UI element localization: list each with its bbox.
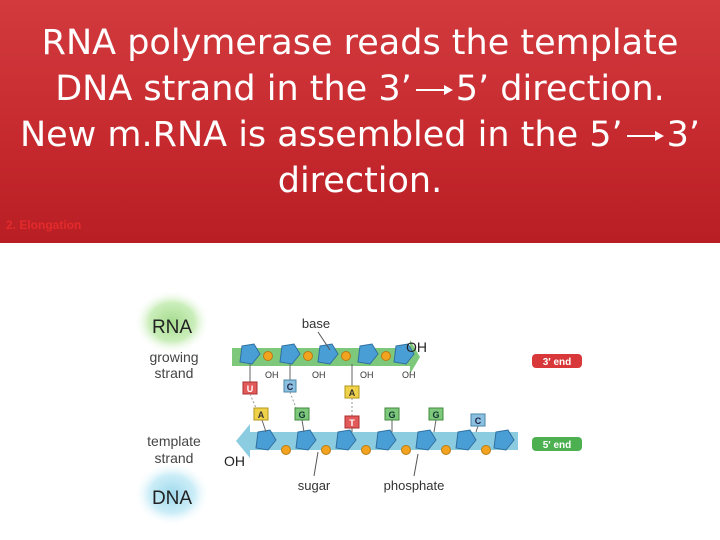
title-line-1: RNA polymerase reads the template [41, 23, 679, 63]
rna-base-c: C [287, 382, 294, 392]
rna-phosphates [263, 351, 391, 361]
dna-base-a: A [258, 410, 265, 420]
phosphate-pointer [413, 453, 419, 477]
dna-base-t: T [349, 418, 355, 428]
phosphate-label: phosphate [384, 478, 445, 493]
oh-label: OH [360, 370, 374, 380]
hydrogen-bonds [249, 391, 353, 416]
sugar-pointer [313, 451, 319, 477]
growing-label-2: strand [155, 365, 194, 381]
dna-base-c: C [475, 416, 482, 426]
rna-dna-diagram: RNA DNA growing strand template strand O… [134, 290, 582, 526]
dna-bases: A G T G G C [253, 407, 486, 433]
base-label: base [302, 316, 330, 331]
rna-base-a: A [349, 388, 356, 398]
dna-backbone [255, 429, 515, 451]
template-label-2: strand [155, 450, 194, 466]
rna-glow [134, 290, 210, 354]
growing-label-1: growing [149, 349, 198, 365]
title-banner: RNA polymerase reads the template DNA st… [0, 0, 720, 243]
oh-label: OH [312, 370, 326, 380]
rna-bases: U C A [242, 364, 360, 399]
slide-title: RNA polymerase reads the template DNA st… [0, 20, 720, 204]
step-label: 2. Elongation [6, 218, 82, 232]
title-line-3-b: 3’ [666, 115, 701, 155]
rna-base-u: U [247, 384, 254, 394]
base-pointer [317, 331, 331, 351]
rna-oh-labels: OH OH OH OH [265, 370, 416, 380]
title-line-4: direction. [277, 161, 443, 201]
right-arrow-icon [626, 131, 664, 141]
dna-base-g: G [432, 410, 439, 420]
right-arrow-icon [415, 85, 453, 95]
oh-label: OH [402, 370, 416, 380]
dna-base-g: G [388, 410, 395, 420]
title-line-3: New m.RNA is assembled in the 5’ 3’ [0, 112, 720, 158]
rna-backbone [239, 343, 415, 365]
dna-phosphates [281, 445, 491, 455]
dna-label: DNA [152, 488, 192, 509]
end-3-label: 3′ end [543, 357, 572, 368]
title-line-2-b: 5’ direction. [455, 69, 665, 109]
dna-base-g: G [298, 410, 305, 420]
oh-label-bottom: OH [224, 453, 245, 469]
oh-label-top: OH [406, 339, 427, 355]
end-3-badge: 3′ end [532, 354, 582, 368]
end-5-badge: 5′ end [532, 437, 582, 451]
title-line-3-a: New m.RNA is assembled in the 5’ [19, 115, 623, 155]
template-label-1: template [147, 433, 201, 449]
rna-label: RNA [152, 317, 192, 338]
oh-label: OH [265, 370, 279, 380]
sugar-label: sugar [298, 478, 331, 493]
dna-glow [134, 462, 210, 526]
title-line-2-a: DNA strand in the 3’ [55, 69, 412, 109]
end-5-label: 5′ end [543, 440, 572, 451]
title-line-2: DNA strand in the 3’ 5’ direction. [0, 66, 720, 112]
